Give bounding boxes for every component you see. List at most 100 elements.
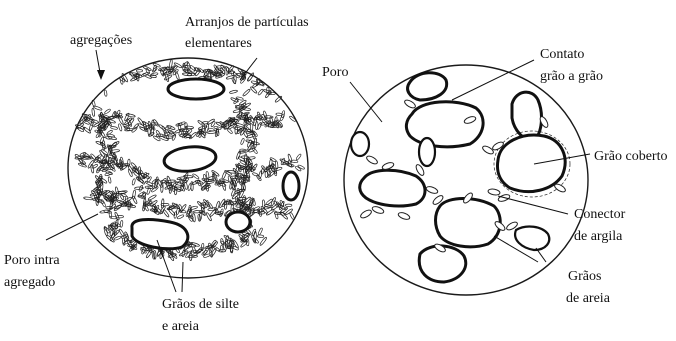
clay-particle bbox=[185, 251, 192, 259]
clay-particle bbox=[169, 59, 173, 69]
label-conector-line2: de argila bbox=[574, 229, 623, 244]
clay-particle bbox=[103, 226, 107, 236]
clay-connector bbox=[553, 183, 566, 194]
clay-particle bbox=[192, 173, 199, 179]
label-agregacoes: agregações bbox=[70, 33, 132, 48]
leader-conector bbox=[498, 196, 568, 214]
sand-grain bbox=[406, 102, 483, 147]
clay-particle bbox=[257, 89, 263, 96]
clay-particle bbox=[220, 245, 223, 252]
label-graos-areia-line1: Grãos bbox=[568, 269, 601, 284]
clay-particle bbox=[208, 128, 215, 132]
clay-particle bbox=[150, 72, 158, 76]
clay-particle bbox=[92, 164, 98, 169]
label-grao-coberto: Grão coberto bbox=[594, 149, 667, 164]
silt-sand-grain bbox=[168, 79, 224, 99]
clay-particle bbox=[184, 182, 187, 189]
clay-particle bbox=[257, 235, 264, 238]
clay-particle bbox=[108, 136, 117, 140]
clay-particle bbox=[104, 90, 107, 97]
clay-particle bbox=[108, 177, 112, 184]
leader-agregacoes-arrowhead bbox=[97, 70, 105, 80]
leader-graos-silte-b bbox=[182, 262, 183, 292]
clay-particle bbox=[92, 100, 96, 107]
leader-poro-intra bbox=[46, 214, 98, 240]
clay-particle bbox=[229, 90, 238, 94]
clay-particle bbox=[176, 208, 180, 215]
clay-connector bbox=[359, 209, 372, 220]
clay-particle bbox=[259, 237, 267, 246]
clay-particle bbox=[252, 229, 257, 236]
clay-particle bbox=[246, 239, 249, 245]
clay-particle bbox=[174, 62, 183, 68]
clay-particle bbox=[163, 136, 173, 139]
clay-particle bbox=[230, 97, 238, 103]
clay-connector bbox=[403, 99, 416, 110]
clay-particle bbox=[236, 151, 241, 160]
clay-particle bbox=[132, 178, 136, 185]
clay-particle bbox=[242, 89, 251, 97]
silt-sand-grain bbox=[226, 212, 250, 232]
clay-connector bbox=[488, 188, 501, 196]
clay-particle bbox=[297, 164, 305, 169]
clay-particle bbox=[252, 172, 259, 176]
clay-particle bbox=[182, 250, 186, 257]
sand-grain bbox=[419, 138, 435, 166]
clay-particle bbox=[148, 186, 155, 189]
label-poro-intra-line2: agregado bbox=[4, 275, 55, 290]
sand-grain bbox=[512, 92, 541, 140]
clay-particle bbox=[219, 209, 223, 217]
clay-particle bbox=[243, 131, 248, 138]
clay-particle bbox=[118, 124, 122, 132]
label-graos-areia-line2: de areia bbox=[566, 291, 611, 306]
clay-particle bbox=[148, 194, 157, 200]
clay-particle bbox=[110, 126, 117, 130]
label-conector-line1: Conector bbox=[574, 207, 626, 222]
clay-particle bbox=[240, 138, 245, 145]
clay-particle bbox=[258, 228, 263, 236]
clay-particle bbox=[231, 205, 234, 213]
label-arranjos-line1: Arranjos de partículas bbox=[185, 15, 309, 30]
clay-connector bbox=[371, 205, 384, 214]
clay-particle bbox=[221, 170, 227, 179]
clay-particle bbox=[131, 126, 138, 132]
clay-particle bbox=[139, 185, 144, 192]
clay-particle bbox=[92, 108, 96, 116]
sand-grain bbox=[515, 227, 549, 250]
clay-particle bbox=[258, 171, 262, 179]
clay-particle bbox=[136, 69, 142, 72]
left-diagram: agregações Arranjos de partículas elemen… bbox=[4, 15, 309, 334]
silt-sand-grain bbox=[283, 172, 299, 200]
clay-particle bbox=[83, 197, 93, 201]
clay-particle bbox=[116, 215, 124, 218]
clay-particle bbox=[215, 201, 220, 211]
label-contato-line2: grão a grão bbox=[540, 69, 603, 84]
label-graos-silte-line1: Grãos de silte bbox=[162, 297, 239, 312]
label-graos-silte-line2: e areia bbox=[162, 319, 200, 334]
clay-particle bbox=[285, 204, 292, 207]
clay-particle bbox=[177, 214, 185, 219]
right-diagram: Poro Contato grão a grão Grão coberto Co… bbox=[322, 47, 667, 306]
silt-sand-grain bbox=[132, 220, 188, 249]
clay-connector bbox=[397, 211, 410, 220]
sand-grain bbox=[408, 73, 447, 100]
clay-particle bbox=[145, 68, 150, 75]
sand-grain-coated bbox=[498, 135, 566, 191]
clay-particle bbox=[275, 167, 282, 171]
sand-grain bbox=[351, 132, 369, 156]
label-poro-intra-line1: Poro intra bbox=[4, 253, 60, 268]
clay-particle bbox=[152, 67, 158, 73]
clay-particle bbox=[296, 153, 302, 160]
label-contato-line1: Contato bbox=[540, 47, 584, 62]
clay-particle bbox=[175, 71, 180, 80]
label-arranjos-line2: elementares bbox=[185, 36, 252, 51]
clay-particle bbox=[289, 212, 295, 220]
clay-particle bbox=[105, 172, 112, 176]
clay-particle bbox=[232, 246, 238, 251]
label-poro: Poro bbox=[322, 65, 348, 80]
sand-grain bbox=[436, 199, 501, 247]
clay-particle bbox=[118, 190, 127, 194]
clay-connector bbox=[425, 185, 438, 194]
clay-particle bbox=[104, 108, 111, 114]
